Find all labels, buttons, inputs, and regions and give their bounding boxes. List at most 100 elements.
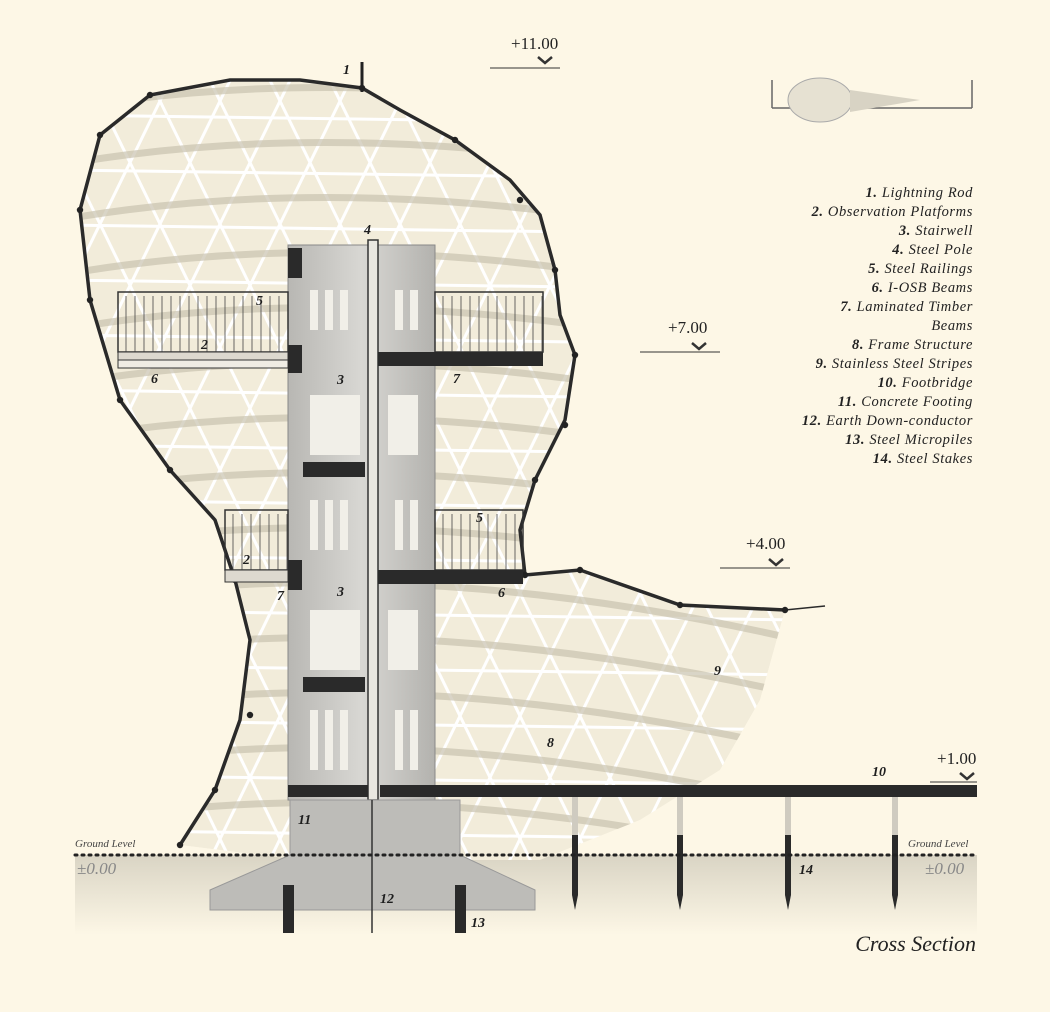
rib-node bbox=[96, 131, 104, 139]
rib-node bbox=[521, 571, 529, 579]
legend-number: 12. bbox=[801, 413, 822, 429]
frame-member bbox=[80, 80, 182, 860]
legend-item: 3. Stairwell bbox=[802, 222, 973, 241]
rib-node bbox=[166, 466, 174, 474]
rib-node bbox=[116, 396, 124, 404]
footbridge bbox=[380, 785, 977, 797]
legend-label: Steel Stakes bbox=[896, 451, 973, 467]
rib-node bbox=[576, 566, 584, 574]
legend-number: 7. bbox=[840, 299, 853, 315]
legend-label: Stainless Steel Stripes bbox=[831, 356, 973, 372]
rib-node bbox=[176, 841, 184, 849]
legend-number: 2. bbox=[811, 204, 824, 220]
callout-number: 5 bbox=[256, 294, 263, 309]
rib-node bbox=[146, 91, 154, 99]
legend-label: Steel Pole bbox=[908, 242, 973, 258]
legend-label: Beams bbox=[931, 318, 973, 334]
legend-number: 11. bbox=[837, 394, 857, 410]
frame-member bbox=[678, 80, 785, 860]
legend-item: 5. Steel Railings bbox=[802, 260, 973, 279]
legend-item: 1. Lightning Rod bbox=[802, 184, 973, 203]
legend-number: 6. bbox=[871, 280, 884, 296]
legend-item: 2. Observation Platforms bbox=[802, 203, 973, 222]
callout-number: 1 bbox=[343, 63, 350, 78]
legend-item: 6. I-OSB Beams bbox=[802, 279, 973, 298]
ground-level-label-left: Ground Level bbox=[75, 838, 136, 850]
rib-node bbox=[211, 786, 219, 794]
legend-item: 11. Concrete Footing bbox=[802, 393, 973, 412]
legend-label: I-OSB Beams bbox=[887, 280, 973, 296]
frame-member bbox=[738, 80, 785, 860]
drawing-title: Cross Section bbox=[855, 931, 976, 956]
frame-member bbox=[80, 80, 242, 860]
ground-value-right: ±0.00 bbox=[925, 859, 965, 878]
rib-node bbox=[516, 196, 524, 204]
legend-number: 1. bbox=[865, 185, 878, 201]
legend-label: Steel Micropiles bbox=[869, 432, 973, 448]
legend-number: 5. bbox=[868, 261, 881, 277]
frame-member bbox=[678, 80, 785, 860]
callout-number: 7 bbox=[277, 589, 284, 604]
legend-label: Stairwell bbox=[915, 223, 973, 239]
legend-label: Earth Down-conductor bbox=[826, 413, 973, 429]
legend-label: Laminated Timber bbox=[856, 299, 973, 315]
steel-pole bbox=[367, 239, 379, 801]
stake-sleeve bbox=[785, 797, 791, 835]
plan-thumbnail bbox=[771, 77, 973, 123]
frame-member bbox=[0, 60, 60, 880]
rib-node bbox=[676, 601, 684, 609]
legend-label: Steel Railings bbox=[884, 261, 973, 277]
legend-item: Beams bbox=[802, 317, 973, 336]
callout-number: 9 bbox=[714, 664, 721, 679]
legend-item: 4. Steel Pole bbox=[802, 241, 973, 260]
frame-member bbox=[618, 80, 785, 860]
legend-number: 10. bbox=[877, 375, 898, 391]
footbridge-base bbox=[288, 785, 368, 797]
legend-label: Observation Platforms bbox=[827, 204, 973, 220]
steel-micropile bbox=[455, 885, 466, 933]
legend-item: 7. Laminated Timber bbox=[802, 298, 973, 317]
frame-member bbox=[0, 60, 60, 880]
stair-openings bbox=[310, 290, 418, 770]
rib-node bbox=[571, 351, 579, 359]
stake-sleeve bbox=[892, 797, 898, 835]
callout-number: 7 bbox=[453, 372, 460, 387]
lower-observation-platform bbox=[224, 509, 524, 590]
rib-node bbox=[86, 296, 94, 304]
callout-number: 11 bbox=[298, 813, 312, 828]
legend-item: 9. Stainless Steel Stripes bbox=[802, 355, 973, 374]
legend-label: Concrete Footing bbox=[861, 394, 973, 410]
elevation-label: +7.00 bbox=[668, 318, 708, 337]
rib-node bbox=[561, 421, 569, 429]
legend-item: 13. Steel Micropiles bbox=[802, 431, 973, 450]
legend-label: Frame Structure bbox=[868, 337, 973, 353]
rib-node bbox=[531, 476, 539, 484]
elevation-label: +4.00 bbox=[746, 534, 786, 553]
steel-stake bbox=[677, 835, 683, 910]
elevation-markers bbox=[490, 56, 977, 783]
ground-value-left: ±0.00 bbox=[77, 859, 117, 878]
legend-number: 14. bbox=[872, 451, 893, 467]
callout-number: 4 bbox=[364, 223, 371, 238]
callout-number: 12 bbox=[380, 892, 394, 907]
callout-number: 14 bbox=[799, 863, 813, 878]
rib-node bbox=[246, 711, 254, 719]
legend-item: 14. Steel Stakes bbox=[802, 450, 973, 469]
frame-structure bbox=[0, 60, 785, 880]
callout-number: 5 bbox=[476, 511, 483, 526]
legend-number: 4. bbox=[892, 242, 905, 258]
callout-number: 6 bbox=[498, 586, 505, 601]
legend-item: 12. Earth Down-conductor bbox=[802, 412, 973, 431]
legend-number: 3. bbox=[898, 223, 911, 239]
callout-number: 10 bbox=[872, 765, 886, 780]
callout-number: 2 bbox=[201, 338, 208, 353]
legend-number: 8. bbox=[851, 337, 865, 353]
ground-level-label-right: Ground Level bbox=[908, 838, 969, 850]
rib-node bbox=[781, 606, 789, 614]
legend-label: Footbridge bbox=[901, 375, 973, 391]
legend-item: 10. Footbridge bbox=[802, 374, 973, 393]
stripe-tip bbox=[784, 605, 826, 611]
